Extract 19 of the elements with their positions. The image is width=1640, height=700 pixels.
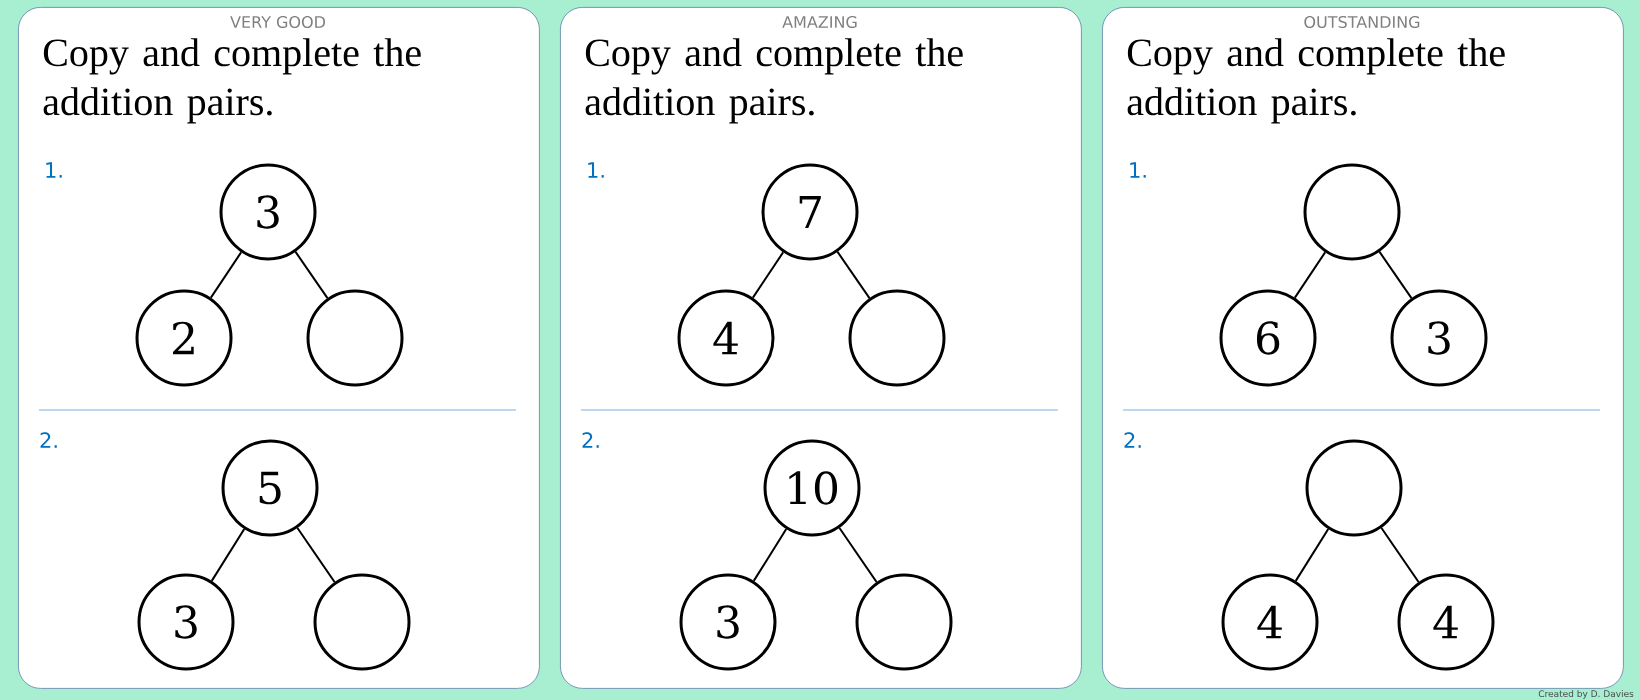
number-circle bbox=[1303, 163, 1401, 261]
connector-line bbox=[210, 528, 246, 582]
number-circle bbox=[848, 289, 946, 387]
credit-text: Created by D. Davies bbox=[1538, 690, 1634, 699]
connector-line bbox=[1378, 250, 1413, 300]
connector-line bbox=[294, 250, 329, 300]
number-circle bbox=[855, 573, 953, 671]
connector-line bbox=[1293, 251, 1327, 299]
number-circle bbox=[306, 289, 404, 387]
connector-line bbox=[836, 250, 871, 300]
connector-line bbox=[752, 528, 788, 582]
connector-line bbox=[209, 251, 243, 299]
connector-line bbox=[296, 527, 336, 583]
connector-line bbox=[838, 527, 878, 583]
connector-line bbox=[1380, 527, 1420, 583]
number-circle bbox=[1305, 439, 1403, 537]
number-circle bbox=[313, 573, 411, 671]
connector-line bbox=[751, 251, 785, 299]
connector-line bbox=[1294, 528, 1330, 582]
